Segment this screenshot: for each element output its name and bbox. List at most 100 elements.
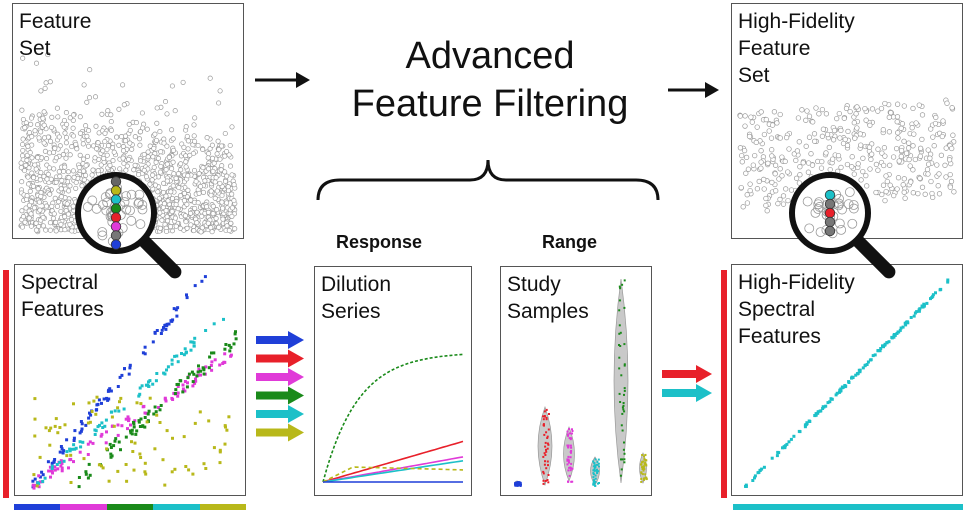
spectral-point	[43, 476, 47, 480]
violin-point	[546, 437, 549, 439]
feature-point	[808, 151, 814, 157]
violin-point	[543, 433, 546, 436]
violin-point	[545, 450, 548, 453]
hf-spectral-point	[756, 471, 760, 475]
feature-point	[217, 180, 223, 186]
feature-point	[867, 166, 873, 172]
spectral-point	[120, 373, 124, 377]
feature-point	[38, 193, 44, 199]
study-violins	[514, 278, 648, 487]
hf-spectral-point	[912, 314, 916, 318]
feature-set-label: Feature Set	[19, 10, 92, 60]
feature-point	[158, 163, 164, 169]
feature-point	[777, 166, 783, 172]
spectral-point	[105, 447, 109, 451]
spectral-point	[91, 441, 95, 445]
spectral-point	[109, 446, 113, 449]
feature-point	[779, 173, 785, 179]
feature-point	[785, 169, 791, 175]
feature-point	[906, 156, 912, 163]
spectral-point	[93, 433, 97, 436]
spectral-point	[41, 480, 45, 483]
hf-spectral-point	[881, 344, 884, 348]
violin-point	[542, 479, 545, 482]
spectral-point	[48, 465, 52, 469]
hf-spectral-point	[866, 360, 870, 364]
feature-point	[47, 138, 54, 144]
spectral-point	[69, 481, 73, 484]
feature-point	[857, 131, 863, 137]
spectral-point	[74, 446, 78, 450]
feature-point	[169, 166, 175, 172]
feature-point	[748, 114, 754, 120]
feature-point	[56, 199, 62, 205]
spectral-point	[52, 460, 56, 464]
spectral-point	[218, 461, 222, 465]
hf-spectral-point	[828, 400, 832, 404]
spectral-point	[78, 450, 82, 454]
feature-point	[77, 130, 83, 136]
violin-point	[641, 466, 643, 469]
range-header: Range	[542, 232, 598, 252]
feature-point	[43, 203, 50, 209]
spectral-point	[113, 409, 117, 413]
spectral-point	[86, 476, 90, 480]
feature-point	[852, 135, 858, 141]
feature-point	[55, 114, 61, 120]
spectral-point	[171, 318, 175, 322]
hf-spectral-point	[783, 444, 787, 448]
feature-point	[85, 143, 92, 149]
feature-point	[854, 125, 860, 131]
feature-point	[170, 147, 177, 153]
spectral-point	[54, 417, 58, 421]
feature-point	[152, 131, 158, 137]
hf-spectral-point	[854, 373, 858, 377]
spectral-point	[163, 483, 167, 487]
feature-point	[927, 155, 933, 161]
spectral-point	[59, 464, 63, 468]
feature-point	[881, 162, 887, 169]
spectral-point	[108, 387, 112, 391]
spectral-point	[116, 433, 120, 437]
violin-point	[546, 460, 549, 463]
feature-point	[836, 110, 842, 117]
feature-point	[37, 177, 43, 183]
feature-point	[172, 215, 178, 221]
spectral-point	[118, 375, 122, 379]
feature-point	[163, 167, 169, 173]
feature-point	[83, 123, 89, 129]
spectral-point	[229, 345, 233, 349]
violin-point	[571, 428, 573, 431]
feature-point	[49, 114, 55, 120]
spectral-point	[182, 435, 186, 439]
spectral-point	[202, 372, 206, 376]
violin-point	[566, 430, 569, 433]
violin-point	[569, 444, 572, 447]
spectral-point	[184, 465, 188, 468]
spectral-point	[62, 459, 66, 463]
feature-point	[62, 164, 68, 170]
feature-point	[116, 106, 122, 112]
spectral-point	[139, 456, 143, 459]
feature-point	[47, 227, 53, 233]
spectral-point	[92, 399, 96, 403]
spectral-point	[72, 439, 76, 442]
feature-point	[220, 205, 226, 211]
feature-point	[36, 135, 42, 141]
feature-point	[835, 152, 842, 159]
violin-point	[620, 468, 623, 471]
feature-point	[738, 184, 744, 191]
feature-point	[786, 146, 792, 152]
dilution-curves	[322, 353, 464, 483]
violin-point	[542, 415, 545, 418]
spectral-point	[117, 409, 121, 413]
feature-point	[768, 135, 775, 141]
spectral-point	[167, 322, 171, 326]
spectral-features-label: Spectral Features	[21, 271, 104, 321]
feature-point	[919, 184, 926, 190]
feature-point	[220, 216, 226, 222]
feature-point	[126, 121, 132, 127]
spectral-point	[138, 425, 142, 428]
feature-point	[222, 178, 229, 184]
spectral-point	[165, 368, 168, 372]
